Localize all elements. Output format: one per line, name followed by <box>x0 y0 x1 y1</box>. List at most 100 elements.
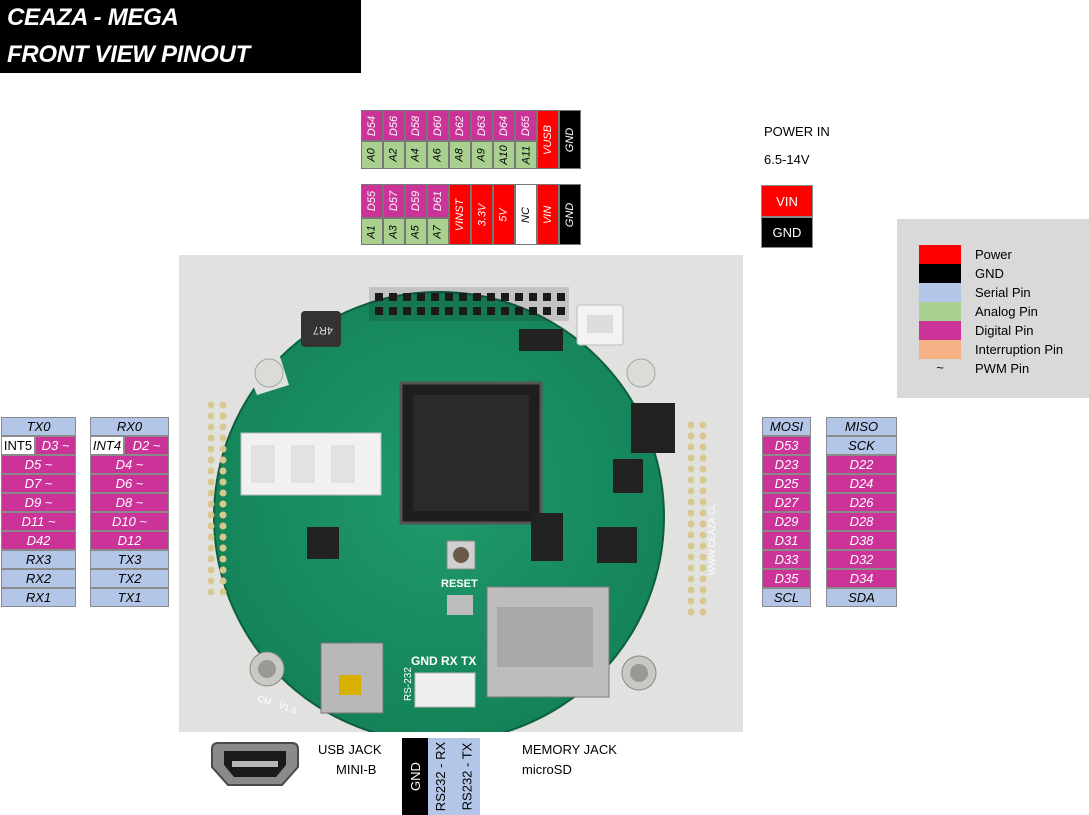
rs232-silk: RS-232 <box>403 667 414 701</box>
pin-pad <box>687 432 695 440</box>
pin-d31: D31 <box>762 531 811 550</box>
pin-pad <box>219 511 227 519</box>
title-line-2: FRONT VIEW PINOUT <box>7 41 250 68</box>
pin-a4: A4 <box>405 141 427 169</box>
legend-item-serial-pin: Serial Pin <box>897 283 1089 302</box>
pin-pad <box>687 454 695 462</box>
pin-rx2: RX2 <box>1 569 76 588</box>
pin-pad <box>687 531 695 539</box>
header-pin <box>501 293 509 301</box>
pin-pad <box>207 533 215 541</box>
pin-pad <box>207 555 215 563</box>
pin-d55: D55 <box>361 184 383 218</box>
mount-hole-tl <box>254 358 284 388</box>
title-line-1: CEAZA - MEGA <box>7 4 179 31</box>
pin-d58: D58 <box>405 110 427 141</box>
pin-d5: D5 ~ <box>1 455 76 474</box>
power-in-gnd: GND <box>761 217 813 248</box>
pin-tx0: TX0 <box>1 417 76 436</box>
pin-pad <box>207 445 215 453</box>
legend-swatch <box>919 245 961 264</box>
header-pin <box>445 293 453 301</box>
crystal <box>447 595 473 615</box>
pin-vinst: VINST <box>449 184 471 245</box>
pin-mosi: MOSI <box>762 417 811 436</box>
right-pin-column <box>687 421 707 616</box>
pin-pad <box>207 577 215 585</box>
power-in-range: 6.5-14V <box>764 152 810 167</box>
pin-d9: D9 ~ <box>1 493 76 512</box>
inductor-label: 4R7 <box>313 324 333 336</box>
pin-pad <box>219 445 227 453</box>
pin-pad <box>219 478 227 486</box>
pin-d60: D60 <box>427 110 449 141</box>
header-pin <box>375 293 383 301</box>
pin-a7: A7 <box>427 218 449 245</box>
pin-d53: D53 <box>762 436 811 455</box>
header-pin <box>403 307 411 315</box>
pin-d23: D23 <box>762 455 811 474</box>
pin-pad <box>687 487 695 495</box>
header-pin <box>445 307 453 315</box>
pin-pad <box>219 577 227 585</box>
pin-pad <box>219 489 227 497</box>
pin-pad <box>207 456 215 464</box>
pin-pad <box>699 575 707 583</box>
pin-pad <box>219 566 227 574</box>
pin-pad <box>219 434 227 442</box>
pin-pad <box>699 432 707 440</box>
pin-a5: A5 <box>405 218 427 245</box>
chip-u3 <box>531 513 563 561</box>
pin-pad <box>699 487 707 495</box>
pin-d12: D12 <box>90 531 169 550</box>
pin-d6: D6 ~ <box>90 474 169 493</box>
pin-pad <box>207 489 215 497</box>
legend-label: Digital Pin <box>975 323 1034 338</box>
pin-d25: D25 <box>762 474 811 493</box>
pin-pad <box>687 498 695 506</box>
mcu-body <box>413 395 529 511</box>
legend-item-interruption-pin: Interruption Pin <box>897 340 1089 359</box>
pin-pad <box>207 588 215 596</box>
pin-nc: NC <box>515 184 537 245</box>
legend-label: Serial Pin <box>975 285 1031 300</box>
legend-swatch <box>919 321 961 340</box>
pin-3-3v: 3.3V <box>471 184 493 245</box>
legend-label: GND <box>975 266 1004 281</box>
chip-u2 <box>613 459 643 493</box>
pin-pad <box>687 443 695 451</box>
rs232-pin-rs232-rx: RS232 - RX <box>428 738 454 815</box>
power-connector-slot <box>587 315 613 333</box>
pin-scl: SCL <box>762 588 811 607</box>
microsd-contacts <box>497 607 593 667</box>
pin-pad <box>699 553 707 561</box>
pin-a11: A11 <box>515 141 537 169</box>
pin-d3: D3 ~ <box>35 436 76 455</box>
usb-socket-gold <box>339 675 361 695</box>
memory-jack-line1: MEMORY JACK <box>522 742 617 757</box>
pin-int5: INT5 <box>1 436 35 455</box>
board-illustration: 4R7 RESET GN <box>207 287 717 743</box>
pin-d10: D10 ~ <box>90 512 169 531</box>
header-pin <box>529 293 537 301</box>
legend-label: Interruption Pin <box>975 342 1064 357</box>
pin-pad <box>219 544 227 552</box>
pin-d7: D7 ~ <box>1 474 76 493</box>
header-pin <box>403 293 411 301</box>
legend-item-analog-pin: Analog Pin <box>897 302 1089 321</box>
pin-vin: VIN <box>537 184 559 245</box>
pin-pad <box>687 476 695 484</box>
pin-pad <box>207 478 215 486</box>
inductor <box>301 311 341 347</box>
header-pin <box>389 307 397 315</box>
pin-d24: D24 <box>826 474 897 493</box>
pin-a2: A2 <box>383 141 405 169</box>
pin-pad <box>687 586 695 594</box>
pin-d35: D35 <box>762 569 811 588</box>
pin-pad <box>219 500 227 508</box>
header-pin <box>515 293 523 301</box>
pin-pad <box>699 465 707 473</box>
legend-label: Power <box>975 247 1012 262</box>
pin-a3: A3 <box>383 218 405 245</box>
legend-swatch <box>919 283 961 302</box>
